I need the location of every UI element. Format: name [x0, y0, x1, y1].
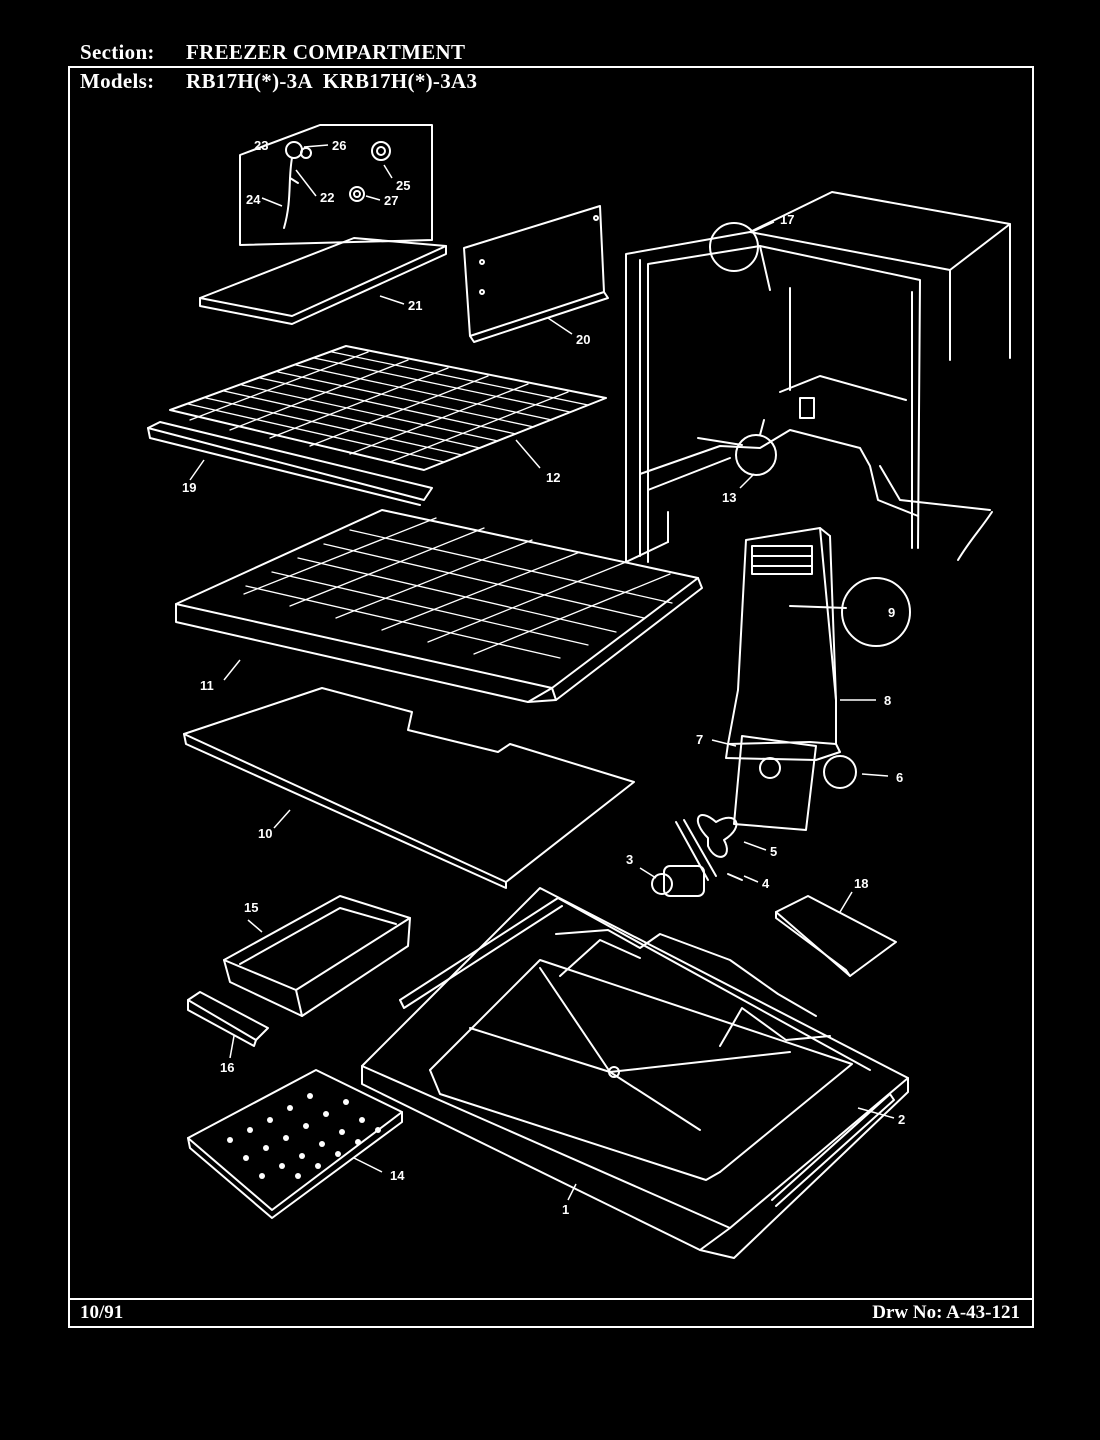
- cabinet-liner: [625, 191, 1011, 563]
- callout-21: 21: [408, 298, 422, 313]
- callout-4: 4: [762, 876, 770, 891]
- callout-7: 7: [696, 732, 703, 747]
- callout-2: 2: [898, 1112, 905, 1127]
- fan-blade-part-5: [697, 814, 738, 858]
- callout-3: 3: [626, 852, 633, 867]
- callout-24: 24: [246, 192, 261, 207]
- models-label: Models:: [80, 69, 155, 93]
- duct-cover-part-18: [775, 895, 897, 977]
- callout-17: 17: [780, 212, 794, 227]
- callout-5: 5: [770, 844, 777, 859]
- large-shelf-part-11: [175, 509, 703, 703]
- bottom-pan-part-1: [361, 887, 909, 1259]
- footer-date: 10/91: [80, 1302, 124, 1323]
- small-shelf-part-21: [199, 237, 447, 325]
- wire-shelf-part-12: [169, 345, 607, 471]
- callout-22: 22: [320, 190, 334, 205]
- fan-motor-part-3: [651, 819, 743, 897]
- ice-cube-grid: [227, 1093, 381, 1179]
- light-assembly-inset: [239, 124, 433, 246]
- footer-drawing-number: Drw No: A-43-121: [872, 1302, 1020, 1323]
- callout-10: 10: [258, 826, 272, 841]
- callout-27: 27: [384, 193, 398, 208]
- footer-rule: [68, 1298, 1032, 1300]
- panel-part-20: [463, 205, 609, 343]
- callout-6: 6: [896, 770, 903, 785]
- callout-23: 23: [254, 138, 268, 153]
- callout-labels: 23 26 25 24 22 27 21 20 17 12 19 13 9 11…: [182, 138, 905, 1217]
- callout-19: 19: [182, 480, 196, 495]
- models-value: RB17H(*)-3A KRB17H(*)-3A3: [186, 69, 478, 93]
- callout-18: 18: [854, 876, 868, 891]
- section-label: Section:: [80, 40, 155, 64]
- fan-bracket-part-7: [733, 735, 857, 831]
- callout-15: 15: [244, 900, 258, 915]
- callout-1: 1: [562, 1202, 569, 1217]
- callout-14: 14: [390, 1168, 405, 1183]
- section-value: FREEZER COMPARTMENT: [186, 40, 466, 64]
- diagram-frame: [68, 66, 1034, 1328]
- leader-lines: [189, 144, 895, 1201]
- shelf-cover-part-10: [183, 687, 635, 889]
- callout-26: 26: [332, 138, 346, 153]
- callout-9: 9: [888, 605, 895, 620]
- callout-13: 13: [722, 490, 736, 505]
- tray-handle-part-16: [187, 991, 269, 1047]
- callout-8: 8: [884, 693, 891, 708]
- callout-25: 25: [396, 178, 410, 193]
- callout-16: 16: [220, 1060, 234, 1075]
- callout-20: 20: [576, 332, 590, 347]
- ice-tray-part-15: [223, 895, 411, 1017]
- shelf-trim-part-19: [147, 421, 433, 506]
- evaporator-cover-part-8: [725, 527, 911, 761]
- ice-cube-tray-part-14: [187, 1069, 403, 1219]
- callout-11: 11: [200, 678, 214, 693]
- callout-12: 12: [546, 470, 560, 485]
